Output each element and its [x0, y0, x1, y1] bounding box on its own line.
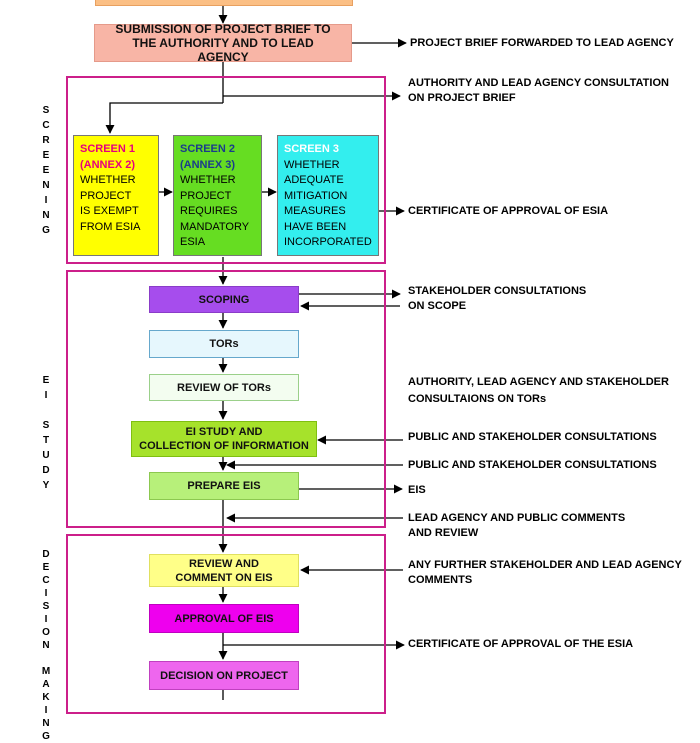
brief-forwarded-note: PROJECT BRIEF FORWARDED TO LEAD AGENCY [410, 37, 674, 49]
arrow-to-screen1 [105, 102, 223, 134]
eis-note: EIS [408, 484, 426, 496]
consult-brief-note: AUTHORITY AND LEAD AGENCY CONSULTATION O… [408, 77, 669, 104]
cert-esia-2-note: CERTIFICATE OF APPROVAL OF THE ESIA [408, 638, 634, 650]
screen2-title: SCREEN 2 [180, 143, 236, 155]
ei-study-frame [66, 270, 386, 528]
connector-layer [105, 6, 407, 700]
cert-esia-note: CERTIFICATE OF APPROVAL OF ESIA [408, 205, 609, 217]
screen2-box: SCREEN 2 (ANNEX 3) WHETHER PROJECT REQUI… [173, 135, 262, 256]
further-comments-note: ANY FURTHER STAKEHOLDER AND LEAD AGENCY … [408, 559, 682, 586]
review-tors-box: REVIEW OF TORs [149, 374, 299, 401]
submission-text: SUBMISSION OF PROJECT BRIEF TO THE AUTHO… [115, 22, 331, 64]
approval-eis-box: APPROVAL OF EIS [149, 604, 299, 633]
screen3-box: SCREEN 3 WHETHER ADEQUATE MITIGATION MEA… [277, 135, 379, 256]
public-consult-1-note: PUBLIC AND STAKEHOLDER CONSULTATIONS [408, 431, 657, 443]
consult-tors-note: AUTHORITY, LEAD AGENCY AND STAKEHOLDER C… [408, 376, 669, 405]
decision-box: DECISION ON PROJECT [149, 661, 299, 690]
tors-box: TORs [149, 330, 299, 358]
stakeholder-scope-note: STAKEHOLDER CONSULTATIONS ON SCOPE [408, 285, 587, 312]
screening-frame [66, 76, 386, 264]
screen1-annex: (ANNEX 2) [80, 158, 136, 171]
screen2-annex: (ANNEX 3) [180, 158, 236, 171]
scoping-box: SCOPING [149, 286, 299, 313]
screen1-title: SCREEN 1 [80, 143, 136, 155]
screen3-title: SCREEN 3 [284, 143, 340, 155]
top-box [95, 0, 353, 6]
public-consult-2-note: PUBLIC AND STAKEHOLDER CONSULTATIONS [408, 459, 657, 471]
screen1-box: SCREEN 1 (ANNEX 2) WHETHER PROJECT IS EX… [73, 135, 159, 256]
prepare-eis-box: PREPARE EIS [149, 472, 299, 500]
review-comment-box: REVIEW AND COMMENT ON EIS [149, 554, 299, 587]
submission-box: SUBMISSION OF PROJECT BRIEF TO THE AUTHO… [94, 22, 352, 64]
ei-study-box: EI STUDY AND COLLECTION OF INFORMATION [131, 421, 317, 457]
lead-comments-note: LEAD AGENCY AND PUBLIC COMMENTS AND REVI… [408, 512, 626, 539]
